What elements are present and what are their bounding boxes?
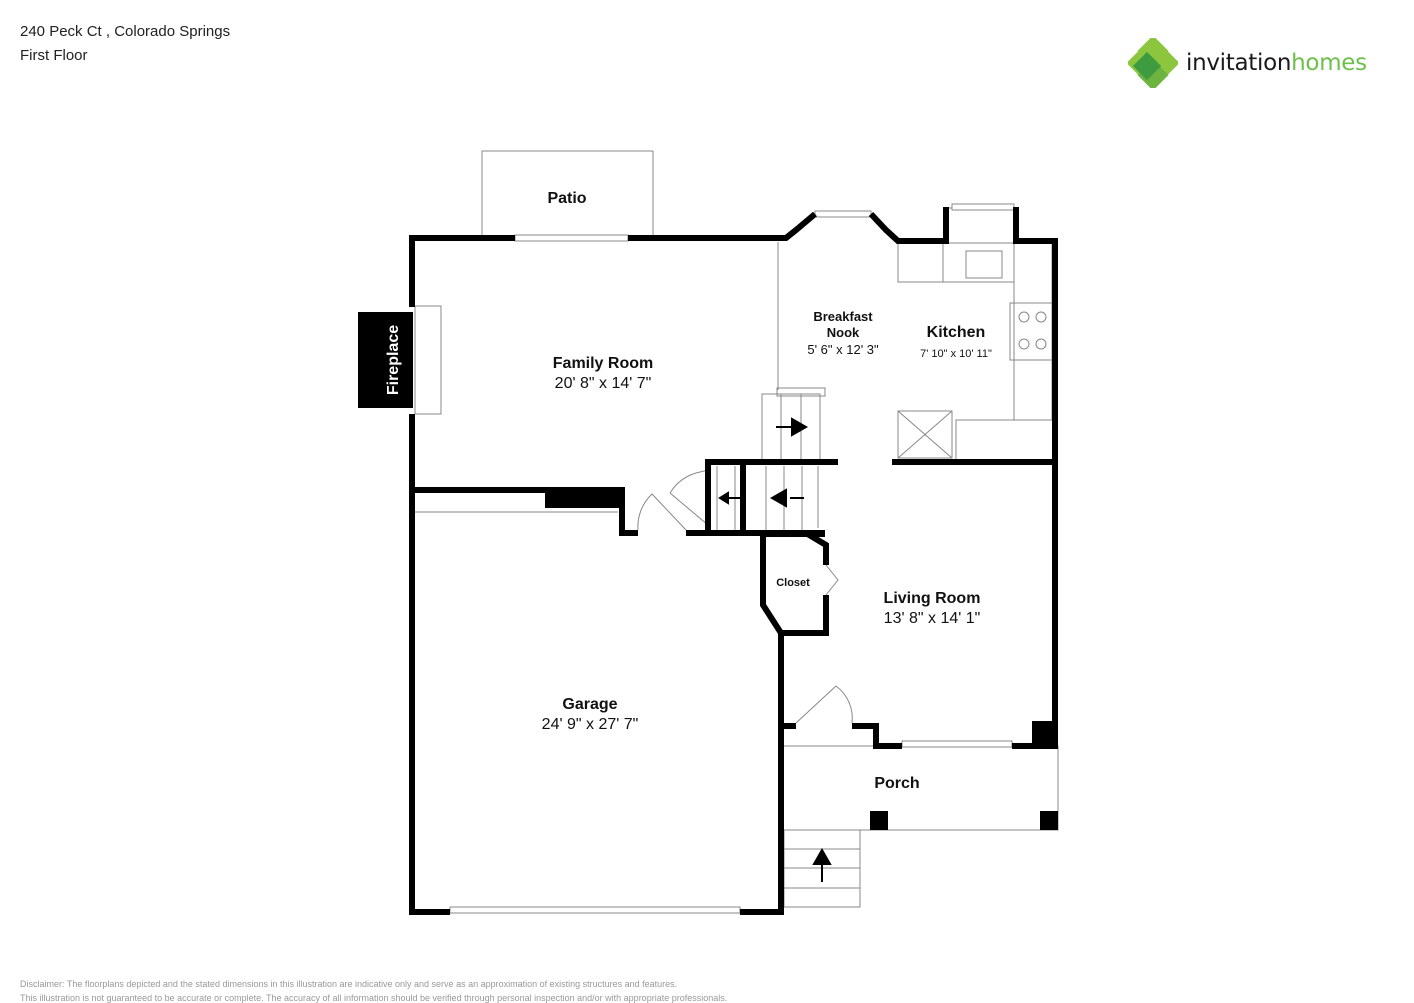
- disclaimer-line-2: This illustration is not guaranteed to b…: [20, 993, 728, 1003]
- brand-name: invitationhomes: [1186, 50, 1367, 76]
- stair-small-arrow-icon: [718, 491, 729, 505]
- nook-dims: 5' 6" x 12' 3": [807, 342, 879, 357]
- property-address: 240 Peck Ct , Colorado Springs: [20, 23, 231, 40]
- kitchen-dims: 7' 10" x 10' 11": [920, 348, 992, 360]
- floor-label: First Floor: [20, 47, 88, 64]
- family-room-label: Family Room: [553, 355, 653, 372]
- fireplace-block: [358, 312, 413, 408]
- disclaimer-line-1: Disclaimer: The floorplans depicted and …: [20, 979, 678, 989]
- patio-label: Patio: [547, 190, 586, 207]
- garage-label: Garage: [562, 696, 617, 713]
- porch-label: Porch: [874, 775, 919, 792]
- stair-up-arrow-icon: [791, 417, 809, 437]
- nook-label-2: Nook: [827, 325, 860, 340]
- living-room-label: Living Room: [884, 590, 981, 607]
- family-room-dims: 20' 8" x 14' 7": [555, 375, 652, 392]
- closet-label: Closet: [776, 577, 810, 589]
- kitchen-label: Kitchen: [927, 324, 986, 341]
- entry-arrow-icon: [812, 847, 832, 865]
- brand-logo: invitationhomes: [1128, 38, 1367, 88]
- garage-dims: 24' 9" x 27' 7": [542, 716, 639, 733]
- stair-left-arrow-icon: [769, 488, 787, 508]
- living-room-dims: 13' 8" x 14' 1": [884, 610, 981, 627]
- nook-label-1: Breakfast: [813, 309, 873, 324]
- logo-mark-icon: [1128, 38, 1178, 88]
- fireplace-label: Fireplace: [385, 325, 402, 395]
